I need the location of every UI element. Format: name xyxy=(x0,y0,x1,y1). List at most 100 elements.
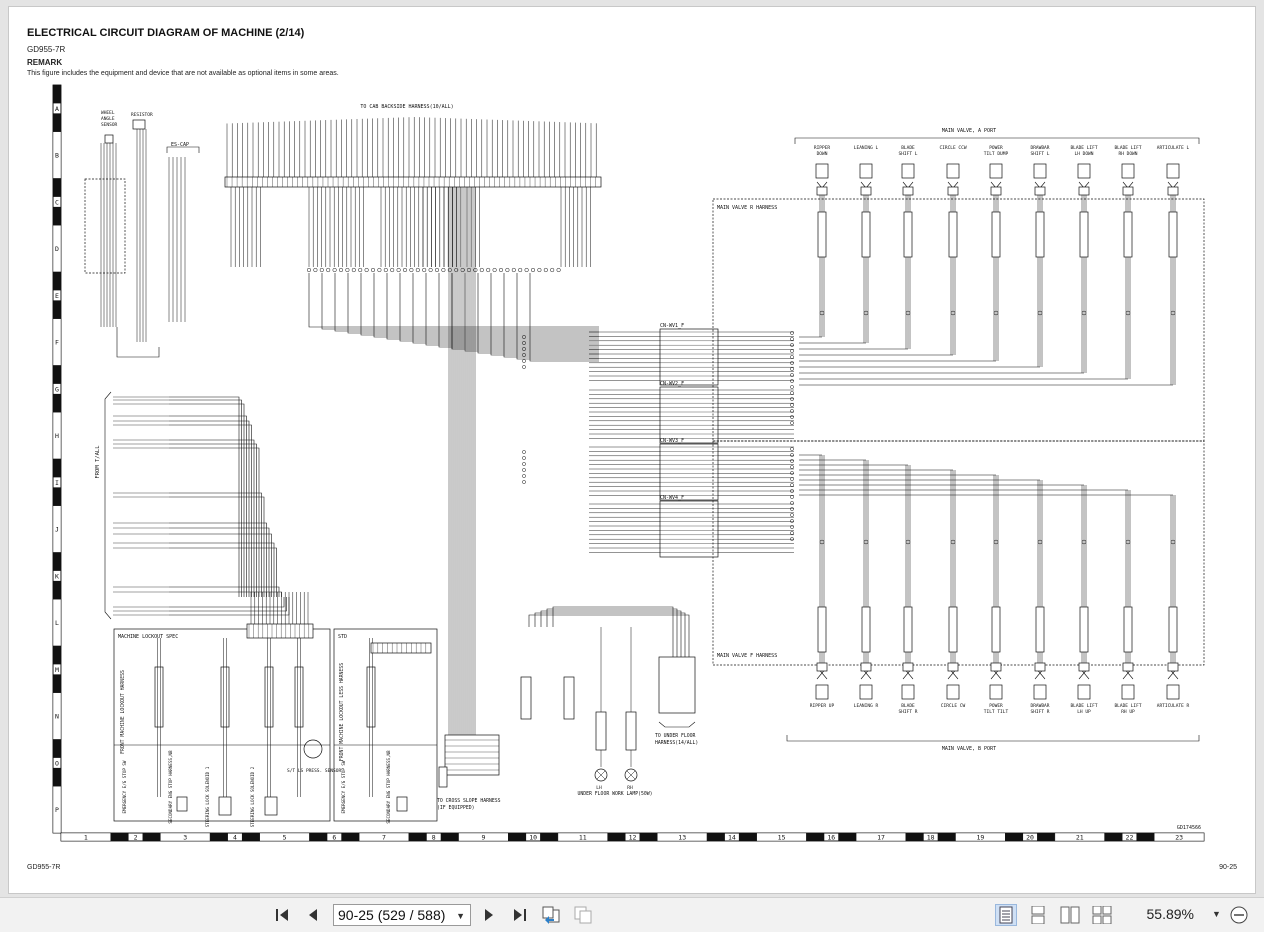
column-label: 18 xyxy=(927,834,935,842)
harness-wire xyxy=(477,273,599,354)
last-page-button[interactable] xyxy=(508,904,530,926)
row-label-bg xyxy=(53,570,61,581)
valve-a-label: CIRCLE CCW xyxy=(939,145,966,151)
splice-point xyxy=(790,453,794,457)
splice-point xyxy=(313,267,318,273)
from-tall-wire xyxy=(169,527,270,597)
splice-point xyxy=(819,539,825,545)
row-label-bg xyxy=(53,617,61,628)
single-page-view-button[interactable] xyxy=(995,904,1017,926)
lamp-wire xyxy=(552,606,674,657)
splice-point xyxy=(492,267,497,273)
valve-a-solenoid xyxy=(989,163,1003,179)
from-tall-wire xyxy=(169,522,267,597)
row-label-bg xyxy=(53,150,61,161)
splice-point xyxy=(364,267,369,273)
splice-point xyxy=(522,456,526,460)
splice-point xyxy=(522,359,526,363)
harness-wire xyxy=(308,273,599,328)
valve-a-solenoid xyxy=(1033,163,1047,179)
splice-point xyxy=(479,267,484,273)
valve-b-connector xyxy=(990,662,1002,672)
splice-point xyxy=(409,267,414,273)
valve-a-label: DRAWBAR xyxy=(1031,145,1050,151)
valve-a-solenoid xyxy=(859,163,873,179)
valve-a-plug xyxy=(1079,211,1089,258)
connector-label: CN-WV2_F xyxy=(660,381,684,387)
previous-page-icon xyxy=(309,909,317,921)
two-page-icon xyxy=(1060,906,1080,924)
page-number-select[interactable]: 90-25 (529 / 588) ▼ xyxy=(333,904,471,926)
column-label: 21 xyxy=(1076,834,1084,842)
splice-point xyxy=(522,462,526,466)
cross-slope-label: TO CROSS SLOPE HARNESS xyxy=(437,798,501,804)
previous-page-button[interactable] xyxy=(302,904,324,926)
column-label-bg xyxy=(426,833,441,841)
valve-a-plug xyxy=(991,211,1001,258)
harness-wire xyxy=(399,273,599,342)
splice-point xyxy=(790,465,794,469)
go-forward-view-button[interactable] xyxy=(572,904,594,926)
drawing-number: GD174566 xyxy=(1177,825,1201,831)
splice-point xyxy=(498,267,504,273)
next-page-button[interactable] xyxy=(478,904,500,926)
connector-label: CN-WV4_F xyxy=(660,495,684,501)
splice-point xyxy=(351,267,356,273)
zoom-out-button[interactable] xyxy=(1228,904,1250,926)
remark-text: This figure includes the equipment and d… xyxy=(27,70,339,77)
splice-point xyxy=(790,367,794,371)
valve-a-solenoid xyxy=(815,163,829,179)
valve-a-label: ARTICULATE L xyxy=(1157,145,1190,151)
splice-point xyxy=(1037,310,1043,316)
under-floor-label: TO UNDER FLOOR xyxy=(655,733,696,739)
valve-b-connector xyxy=(1034,662,1046,672)
column-label-bg xyxy=(973,833,988,841)
splice-point xyxy=(428,267,433,273)
zoom-dropdown-icon[interactable]: ▼ xyxy=(1212,909,1221,919)
column-label-bg xyxy=(327,833,342,841)
column-label-bg xyxy=(1122,833,1137,841)
from-tall-wire xyxy=(169,403,245,597)
column-label-bg xyxy=(526,833,541,841)
valve-a-connector xyxy=(1122,186,1134,196)
splice-point xyxy=(377,267,382,273)
splice-point xyxy=(790,355,794,359)
std-connector xyxy=(370,642,432,654)
from-tall-wire xyxy=(169,439,255,597)
connector-block-1 xyxy=(659,328,719,386)
column-label-bg xyxy=(1023,833,1038,841)
splice-point xyxy=(993,539,999,545)
row-label: L xyxy=(55,619,59,627)
continuous-view-button[interactable] xyxy=(1027,904,1049,926)
row-label: G xyxy=(55,385,59,393)
go-back-view-button[interactable] xyxy=(540,904,562,926)
column-label: 4 xyxy=(233,834,237,842)
front-lockout-harness-label: FRONT MACHINE LOCKOUT HARNESS xyxy=(120,670,126,754)
secondary-stop-harness xyxy=(396,796,408,812)
lockout-plug xyxy=(264,666,274,728)
valve-a-label: LEANING L xyxy=(854,145,879,151)
splice-point xyxy=(358,267,363,273)
row-label-bg xyxy=(53,524,61,535)
row-label: N xyxy=(55,713,59,721)
es-cap-bracket xyxy=(166,146,200,153)
first-page-button[interactable] xyxy=(272,904,294,926)
valve-b-label: LH UP xyxy=(1077,709,1091,715)
from-tall-wire xyxy=(169,399,242,597)
valve-a-connector xyxy=(902,186,914,196)
emergency-stop-label: EMERGENCY E/G STOP SW xyxy=(122,760,127,813)
splice-point xyxy=(790,447,794,451)
from-tall-label: FROM T/ALL xyxy=(95,445,101,479)
row-label: J xyxy=(55,526,59,534)
row-label-bg xyxy=(53,430,61,441)
valve-a-label: SHIFT L xyxy=(899,151,918,157)
splice-point xyxy=(790,391,794,395)
two-page-view-button[interactable] xyxy=(1059,904,1081,926)
two-page-continuous-view-button[interactable] xyxy=(1091,904,1113,926)
column-label: 23 xyxy=(1175,834,1183,842)
from-tall-wire xyxy=(169,597,287,612)
zoom-level[interactable]: 55.89% xyxy=(1146,906,1194,922)
splice-point xyxy=(396,267,401,273)
splice-point xyxy=(790,531,794,535)
